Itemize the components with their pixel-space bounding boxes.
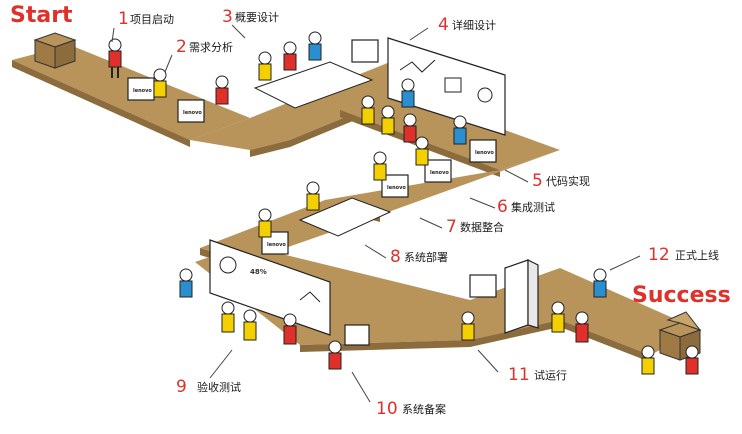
svg-text:概要设计: 概要设计 bbox=[235, 11, 279, 24]
svg-text:lenovo: lenovo bbox=[475, 150, 494, 156]
person-yellow bbox=[461, 311, 475, 341]
step-10: 10 系统备案 bbox=[376, 399, 446, 419]
svg-text:3: 3 bbox=[222, 7, 233, 27]
person-yellow bbox=[153, 68, 167, 98]
svg-text:详细设计: 详细设计 bbox=[452, 18, 496, 32]
monitor: lenovo bbox=[424, 159, 452, 183]
design-board bbox=[387, 37, 506, 136]
person-red bbox=[575, 311, 589, 343]
person-red bbox=[685, 345, 699, 375]
server-rack bbox=[504, 259, 539, 334]
svg-text:lenovo: lenovo bbox=[183, 110, 202, 116]
step-4: 4 详细设计 bbox=[438, 15, 496, 35]
svg-text:5: 5 bbox=[532, 171, 543, 191]
people bbox=[108, 31, 699, 375]
monitor: lenovo bbox=[381, 174, 409, 198]
person-blue bbox=[401, 78, 415, 108]
svg-text:代码实现: 代码实现 bbox=[546, 174, 590, 188]
monitor: lenovo bbox=[177, 99, 205, 123]
person-yellow bbox=[361, 95, 375, 125]
svg-text:2: 2 bbox=[176, 37, 187, 57]
svg-text:8: 8 bbox=[390, 247, 401, 267]
svg-text:7: 7 bbox=[446, 217, 457, 237]
svg-text:系统备案: 系统备案 bbox=[402, 402, 446, 416]
walkway-segment-2 bbox=[190, 60, 440, 150]
person-red bbox=[283, 41, 297, 71]
svg-text:6: 6 bbox=[497, 197, 508, 217]
person-red bbox=[328, 340, 342, 370]
monitor bbox=[469, 274, 497, 298]
svg-text:数据整合: 数据整合 bbox=[460, 220, 504, 234]
person-yellow bbox=[258, 51, 272, 81]
success-box bbox=[658, 311, 702, 361]
walkway-segment-3 bbox=[340, 90, 560, 170]
svg-text:项目启动: 项目启动 bbox=[130, 13, 174, 26]
person-red bbox=[215, 75, 229, 105]
person-blue bbox=[308, 31, 322, 61]
person-yellow bbox=[381, 105, 395, 135]
svg-text:lenovo: lenovo bbox=[430, 170, 449, 176]
success-label: Success bbox=[632, 283, 731, 308]
person-yellow bbox=[373, 151, 387, 181]
svg-text:48%: 48% bbox=[250, 268, 267, 276]
person-yellow bbox=[221, 301, 235, 333]
planning-sheet bbox=[253, 61, 392, 237]
svg-text:9: 9 bbox=[176, 377, 187, 397]
svg-text:验收测试: 验收测试 bbox=[197, 380, 241, 394]
person-yellow bbox=[243, 309, 257, 341]
person-blue bbox=[179, 268, 193, 298]
person-yellow bbox=[415, 136, 429, 166]
person-red bbox=[283, 313, 297, 345]
svg-text:10: 10 bbox=[376, 399, 398, 419]
svg-text:11: 11 bbox=[508, 365, 530, 385]
step-9: 9 验收测试 bbox=[176, 377, 241, 397]
step-3: 3 概要设计 bbox=[222, 7, 279, 27]
desks: lenovo lenovo lenovo lenovo lenovo lenov… bbox=[127, 39, 497, 346]
person-yellow bbox=[641, 345, 655, 375]
svg-text:集成测试: 集成测试 bbox=[511, 200, 555, 214]
step-7: 7 数据整合 bbox=[446, 217, 504, 237]
svg-text:系统部署: 系统部署 bbox=[404, 250, 448, 264]
monitor: lenovo bbox=[127, 77, 155, 101]
step-11: 11 试运行 bbox=[508, 365, 567, 385]
svg-text:试运行: 试运行 bbox=[534, 369, 567, 382]
step-8: 8 系统部署 bbox=[390, 247, 448, 267]
person-blue bbox=[593, 268, 607, 298]
svg-text:需求分析: 需求分析 bbox=[189, 40, 233, 54]
svg-text:lenovo: lenovo bbox=[267, 242, 286, 248]
person-yellow bbox=[258, 208, 272, 238]
leader-lines bbox=[111, 24, 641, 403]
start-box bbox=[33, 32, 77, 69]
walkway-segment-1-side bbox=[12, 60, 190, 147]
step-12: 12 正式上线 bbox=[648, 245, 719, 265]
step-6: 6 集成测试 bbox=[497, 197, 555, 217]
svg-text:正式上线: 正式上线 bbox=[675, 248, 719, 262]
svg-text:lenovo: lenovo bbox=[133, 88, 152, 94]
svg-text:1: 1 bbox=[118, 9, 129, 29]
person-red bbox=[403, 113, 417, 143]
monitor bbox=[344, 324, 370, 346]
walkway-segment-6-side bbox=[300, 320, 650, 362]
person-yellow bbox=[306, 181, 320, 211]
monitor: lenovo bbox=[469, 139, 497, 163]
svg-text:12: 12 bbox=[648, 245, 670, 265]
step-5: 5 代码实现 bbox=[532, 171, 590, 191]
monitor bbox=[351, 39, 379, 63]
start-label: Start bbox=[10, 3, 73, 28]
step-2: 2 需求分析 bbox=[176, 37, 233, 57]
svg-text:4: 4 bbox=[438, 15, 449, 35]
person-yellow bbox=[551, 301, 565, 333]
svg-text:lenovo: lenovo bbox=[387, 185, 406, 191]
step-1: 1 项目启动 bbox=[118, 9, 174, 29]
person-blue bbox=[453, 115, 467, 145]
test-board: 48% bbox=[209, 239, 331, 336]
